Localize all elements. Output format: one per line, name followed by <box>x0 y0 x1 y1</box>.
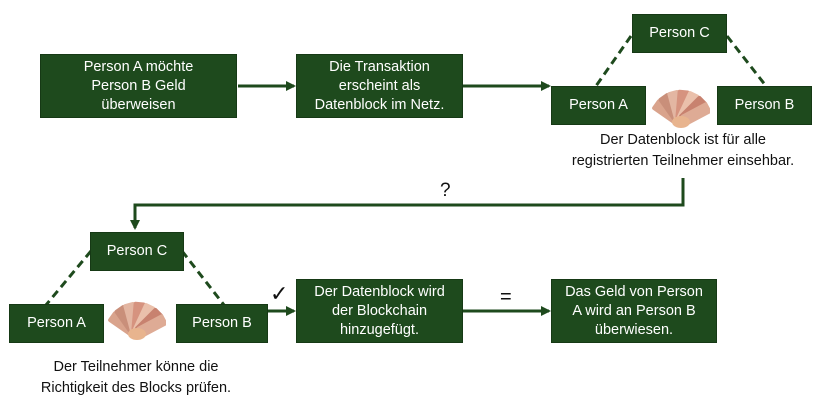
check-mark-icon: ✓ <box>270 281 289 306</box>
dashed-link-c-to-a-bottom <box>44 250 93 306</box>
top-network-caption: Der Datenblock ist für alle registrierte… <box>571 132 795 169</box>
banknotes-fan-icon <box>652 89 710 128</box>
bottom-person-c-box: Person C <box>90 232 184 271</box>
arrow-return-path <box>130 178 685 230</box>
step-transaction-box: Die Transaktion erscheint als Datenblock… <box>296 54 463 118</box>
dashed-link-c-to-b-bottom <box>180 250 226 306</box>
top-person-b-box: Person B <box>717 86 812 125</box>
step-money-transferred-box: Das Geld von Person A wird an Person B ü… <box>551 279 717 343</box>
question-mark-label: ? <box>440 180 451 201</box>
step-added-to-blockchain-box: Der Datenblock wird der Blockchain hinzu… <box>296 279 463 343</box>
bottom-person-b-box: Person B <box>176 304 268 343</box>
dashed-link-c-to-a-top <box>594 35 633 87</box>
step-request-box: Person A möchte Person B Geld überweisen <box>40 54 237 118</box>
banknotes-fan-icon <box>108 301 166 340</box>
top-person-a-box: Person A <box>551 86 646 125</box>
bottom-person-a-box: Person A <box>9 304 104 343</box>
bottom-network-caption: Der Teilnehmer könne die Richtigkeit des… <box>40 359 232 396</box>
top-person-c-box: Person C <box>632 14 727 53</box>
equals-sign-label: = <box>500 286 512 308</box>
dashed-link-c-to-b-top <box>725 35 768 87</box>
